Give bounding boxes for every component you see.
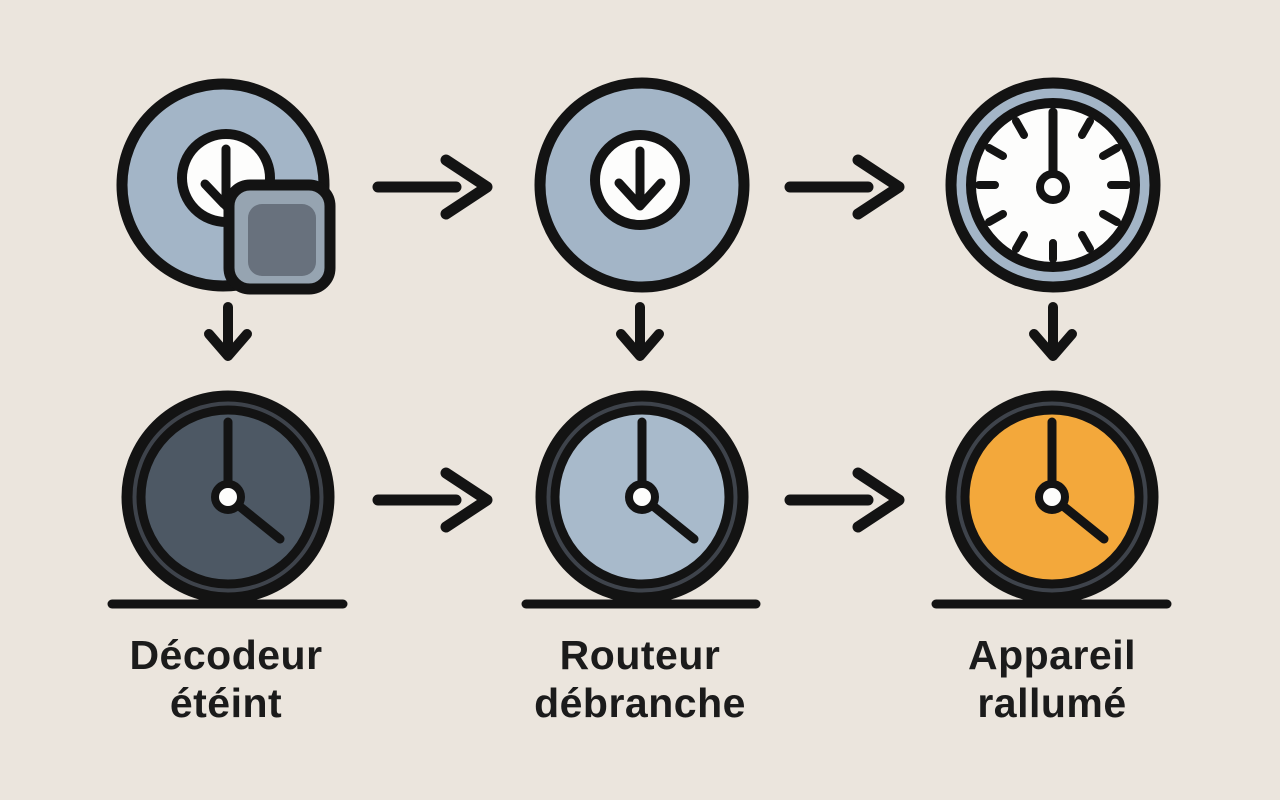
clock-twelve-icon	[945, 77, 1161, 293]
clock-center	[1035, 480, 1069, 514]
step-label-line: débranche	[534, 680, 746, 726]
step-label-line: Routeur	[559, 632, 721, 678]
clock-center	[211, 480, 245, 514]
down-arrow-icon	[209, 307, 247, 356]
down-arrow-icon	[1034, 307, 1072, 356]
step-label-line: Appareil	[967, 632, 1137, 678]
clock-orange-icon	[931, 390, 1172, 609]
device-box-screen	[248, 204, 316, 276]
right-arrow-icon	[378, 473, 487, 527]
step-label-router: Routeur débranche	[460, 631, 820, 727]
clock-center	[625, 480, 659, 514]
power-down-circle-icon	[534, 77, 750, 293]
step-label-decoder: Décodeur étéint	[46, 631, 406, 727]
right-arrow-icon	[790, 160, 899, 214]
clock-blue-icon	[521, 390, 761, 609]
step-label-line: Décodeur	[129, 632, 323, 678]
step-label-line: rallumé	[977, 680, 1127, 726]
right-arrow-icon	[378, 160, 487, 214]
step-label-device: Appareil rallumé	[872, 631, 1232, 727]
step-label-line: étéint	[169, 680, 283, 726]
set-top-box-power-off-icon	[116, 78, 336, 295]
right-arrow-icon	[790, 473, 899, 527]
down-arrow-icon	[621, 307, 659, 356]
down-arrow-glyph	[614, 146, 666, 211]
clock-ticks	[975, 117, 1131, 263]
clock-dark-icon	[107, 390, 348, 609]
clock-center	[1036, 170, 1070, 204]
